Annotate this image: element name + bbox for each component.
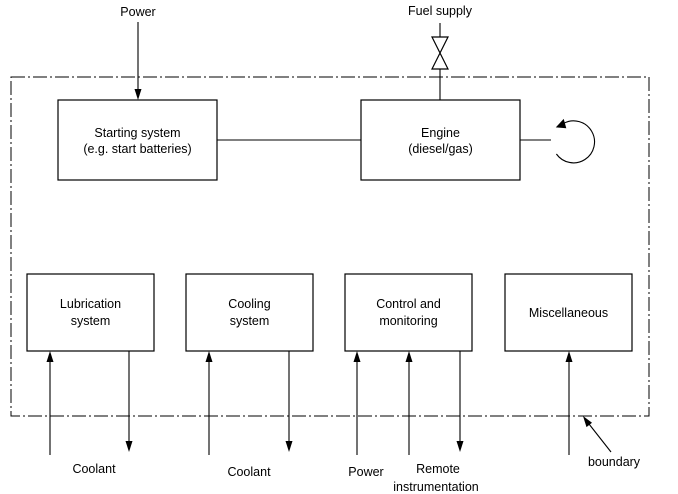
boundary-pointer-arrow [583, 416, 612, 453]
lubrication-label-line2: system [71, 314, 111, 328]
engine-label-line2: (diesel/gas) [408, 142, 473, 156]
system-boundary [10, 76, 650, 417]
power-bottom-label: Power [348, 465, 383, 479]
power-input-arrow [134, 22, 142, 100]
valve-icon [431, 36, 449, 70]
miscellaneous-box: Miscellaneous [504, 273, 633, 352]
engine-box: Engine (diesel/gas) [360, 99, 521, 181]
starting-system-box: Starting system (e.g. start batteries) [57, 99, 218, 181]
control-label-line1: Control and [376, 297, 441, 311]
control-remote-in-arrow [405, 351, 413, 455]
lubrication-label-line1: Lubrication [60, 297, 121, 311]
engine-label-line1: Engine [421, 126, 460, 140]
lubrication-system-box: Lubrication system [26, 273, 155, 352]
miscellaneous-label: Miscellaneous [529, 306, 608, 320]
fuel-supply-label: Fuel supply [408, 4, 473, 18]
coolant-label-1: Coolant [72, 462, 116, 476]
cooling-label-line2: system [230, 314, 270, 328]
control-monitoring-box: Control and monitoring [344, 273, 473, 352]
control-label-line2: monitoring [379, 314, 437, 328]
misc-in-arrow [565, 351, 573, 455]
rotation-arrow-icon [555, 118, 596, 164]
cooling-label-line1: Cooling [228, 297, 270, 311]
cooling-system-box: Cooling system [185, 273, 314, 352]
lubrication-coolant-in-arrow [46, 351, 54, 455]
power-top-label: Power [120, 5, 155, 19]
remote-instrumentation-label-line2: instrumentation [393, 480, 479, 494]
coolant-label-2: Coolant [227, 465, 271, 479]
control-power-in-arrow [353, 351, 361, 455]
cooling-coolant-out-arrow [285, 351, 293, 452]
starting-system-label-line2: (e.g. start batteries) [83, 142, 191, 156]
control-instrumentation-out-arrow [456, 351, 464, 452]
boundary-label: boundary [588, 455, 641, 469]
fuel-supply-line [431, 23, 449, 100]
cooling-coolant-in-arrow [205, 351, 213, 455]
lubrication-coolant-out-arrow [125, 351, 133, 452]
remote-instrumentation-label-line1: Remote [416, 462, 460, 476]
starting-system-label-line1: Starting system [94, 126, 180, 140]
